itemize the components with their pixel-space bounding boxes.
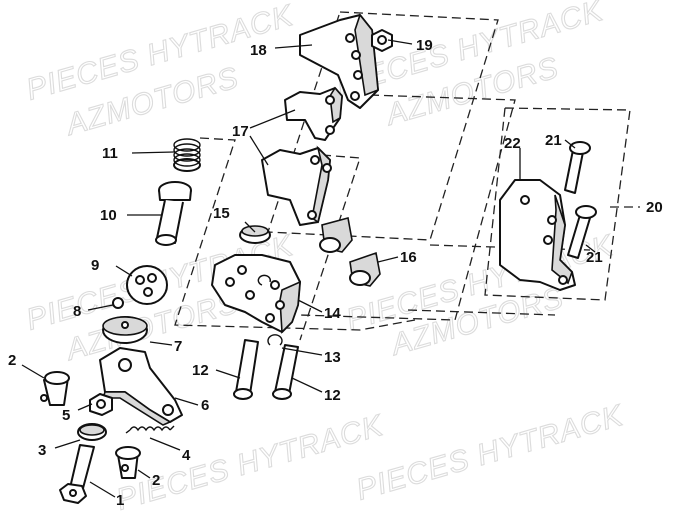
callout-6: 6 [201,397,209,414]
callout-21: 21 [586,249,603,266]
part-16-bushing [349,251,381,287]
part-3-washer [77,423,107,441]
callout-4: 4 [182,447,191,464]
assembly-guide-lines [174,11,640,341]
callout-3: 3 [38,442,46,459]
callout-13: 13 [324,349,341,366]
callout-17: 17 [232,123,249,140]
part-21-pin [567,205,597,259]
part-19-nut [371,29,393,52]
callout-leaders [21,39,596,498]
part-15-washer [239,225,271,244]
part-2-bolt [40,371,70,406]
part-10-shaft [155,181,192,246]
callout-2: 2 [152,472,160,489]
watermark-text: PIECES HYTRACK [113,409,388,511]
watermark-text: PIECES HYTRACK [353,399,628,507]
callout-10: 10 [100,207,117,224]
callout-2: 2 [8,352,16,369]
part-9-disc [126,265,168,305]
part-4-spring [125,425,175,434]
callout-9: 9 [91,257,99,274]
part-16-bushing [319,217,353,253]
callout-20: 20 [646,199,663,216]
part-17-plates [261,86,343,226]
callout-7: 7 [174,338,182,355]
callout-14: 14 [324,305,341,322]
part-6-lever [99,347,183,426]
part-11-spring [173,138,201,172]
callout-12: 12 [192,362,209,379]
callout-15: 15 [213,205,230,222]
callout-21: 21 [545,132,562,149]
part-22-bracket [499,179,576,291]
part-2-bolt [115,446,141,479]
part-13-clip [267,334,283,346]
part-8-ball [112,297,124,309]
part-7-washer [102,316,148,344]
callout-18: 18 [250,42,267,59]
part-1-long-bolt [59,444,95,504]
part-13-clip [257,274,272,286]
callout-1: 1 [116,492,124,509]
part-14-main-plate [211,254,301,334]
callout-12: 12 [324,387,341,404]
part-12-pin [272,344,299,400]
callout-8: 8 [73,303,81,320]
part-21-pin [564,141,591,194]
callout-16: 16 [400,249,417,266]
callout-19: 19 [416,37,433,54]
callout-labels: 18 19 17 11 10 15 9 16 8 14 7 13 2 12 12… [8,37,663,509]
callout-22: 22 [504,135,521,152]
part-5-nut [89,393,113,416]
callout-11: 11 [102,145,118,162]
callout-5: 5 [62,407,70,424]
part-12-pin [233,339,259,400]
